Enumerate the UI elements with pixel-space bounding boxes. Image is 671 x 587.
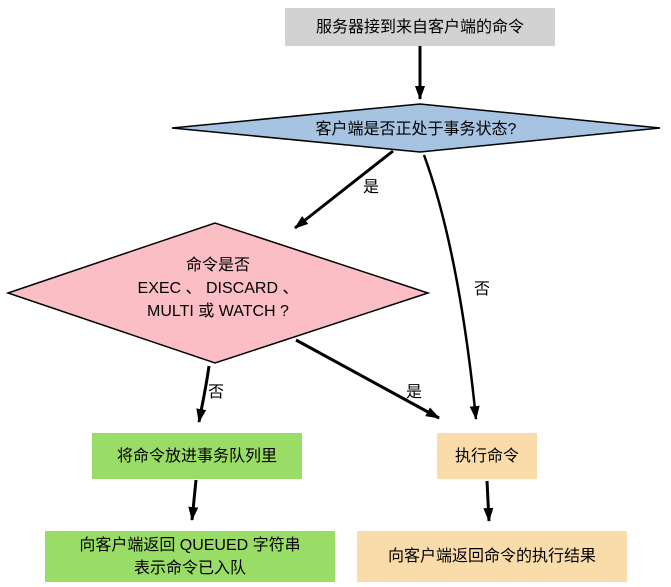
node-execute-command-label: 执行命令 bbox=[454, 447, 519, 465]
node-start-label: 服务器接到来自客户端的命令 bbox=[315, 18, 524, 36]
arrow-enqueue-to-return-queued bbox=[188, 479, 199, 521]
arrow-command-yes-to-execute bbox=[295, 338, 440, 420]
decision-command-line-3: MULTI 或 WATCH ? bbox=[147, 303, 289, 320]
edge-label-command-yes: 是 bbox=[406, 384, 423, 401]
node-enqueue-command-label: 将命令放进事务队列里 bbox=[116, 447, 277, 465]
arrow-execute-to-return-result bbox=[483, 480, 494, 522]
decision-command-type-label: 命令是否 EXEC 、 DISCARD 、 MULTI 或 WATCH ? bbox=[8, 254, 428, 323]
node-return-result: 向客户端返回命令的执行结果 bbox=[357, 531, 627, 582]
edge-label-command-no: 否 bbox=[208, 384, 225, 401]
node-execute-command: 执行命令 bbox=[437, 433, 537, 479]
node-return-queued-line-2: 表示命令已入队 bbox=[133, 559, 246, 577]
arrow-state-no-to-execute bbox=[422, 154, 480, 420]
node-enqueue-command: 将命令放进事务队列里 bbox=[92, 433, 302, 479]
decision-command-line-1: 命令是否 bbox=[185, 257, 250, 274]
edge-label-state-yes: 是 bbox=[363, 179, 380, 196]
arrow-state-yes-to-command-decision bbox=[294, 149, 394, 230]
decision-transaction-state-diamond bbox=[171, 103, 661, 153]
node-return-queued: 向客户端返回 QUEUED 字符串 表示命令已入队 bbox=[45, 531, 335, 582]
edge-label-state-no: 否 bbox=[474, 281, 491, 298]
decision-command-type-diamond bbox=[5, 222, 431, 364]
node-start: 服务器接到来自客户端的命令 bbox=[285, 8, 555, 46]
decision-transaction-state-label: 客户端是否正处于事务状态? bbox=[315, 121, 517, 138]
node-return-result-label: 向客户端返回命令的执行结果 bbox=[387, 548, 596, 565]
node-return-queued-line-1: 向客户端返回 QUEUED 字符串 bbox=[79, 536, 301, 554]
decision-command-line-2: EXEC 、 DISCARD 、 bbox=[137, 280, 299, 297]
arrow-command-no-to-enqueue bbox=[196, 365, 211, 423]
